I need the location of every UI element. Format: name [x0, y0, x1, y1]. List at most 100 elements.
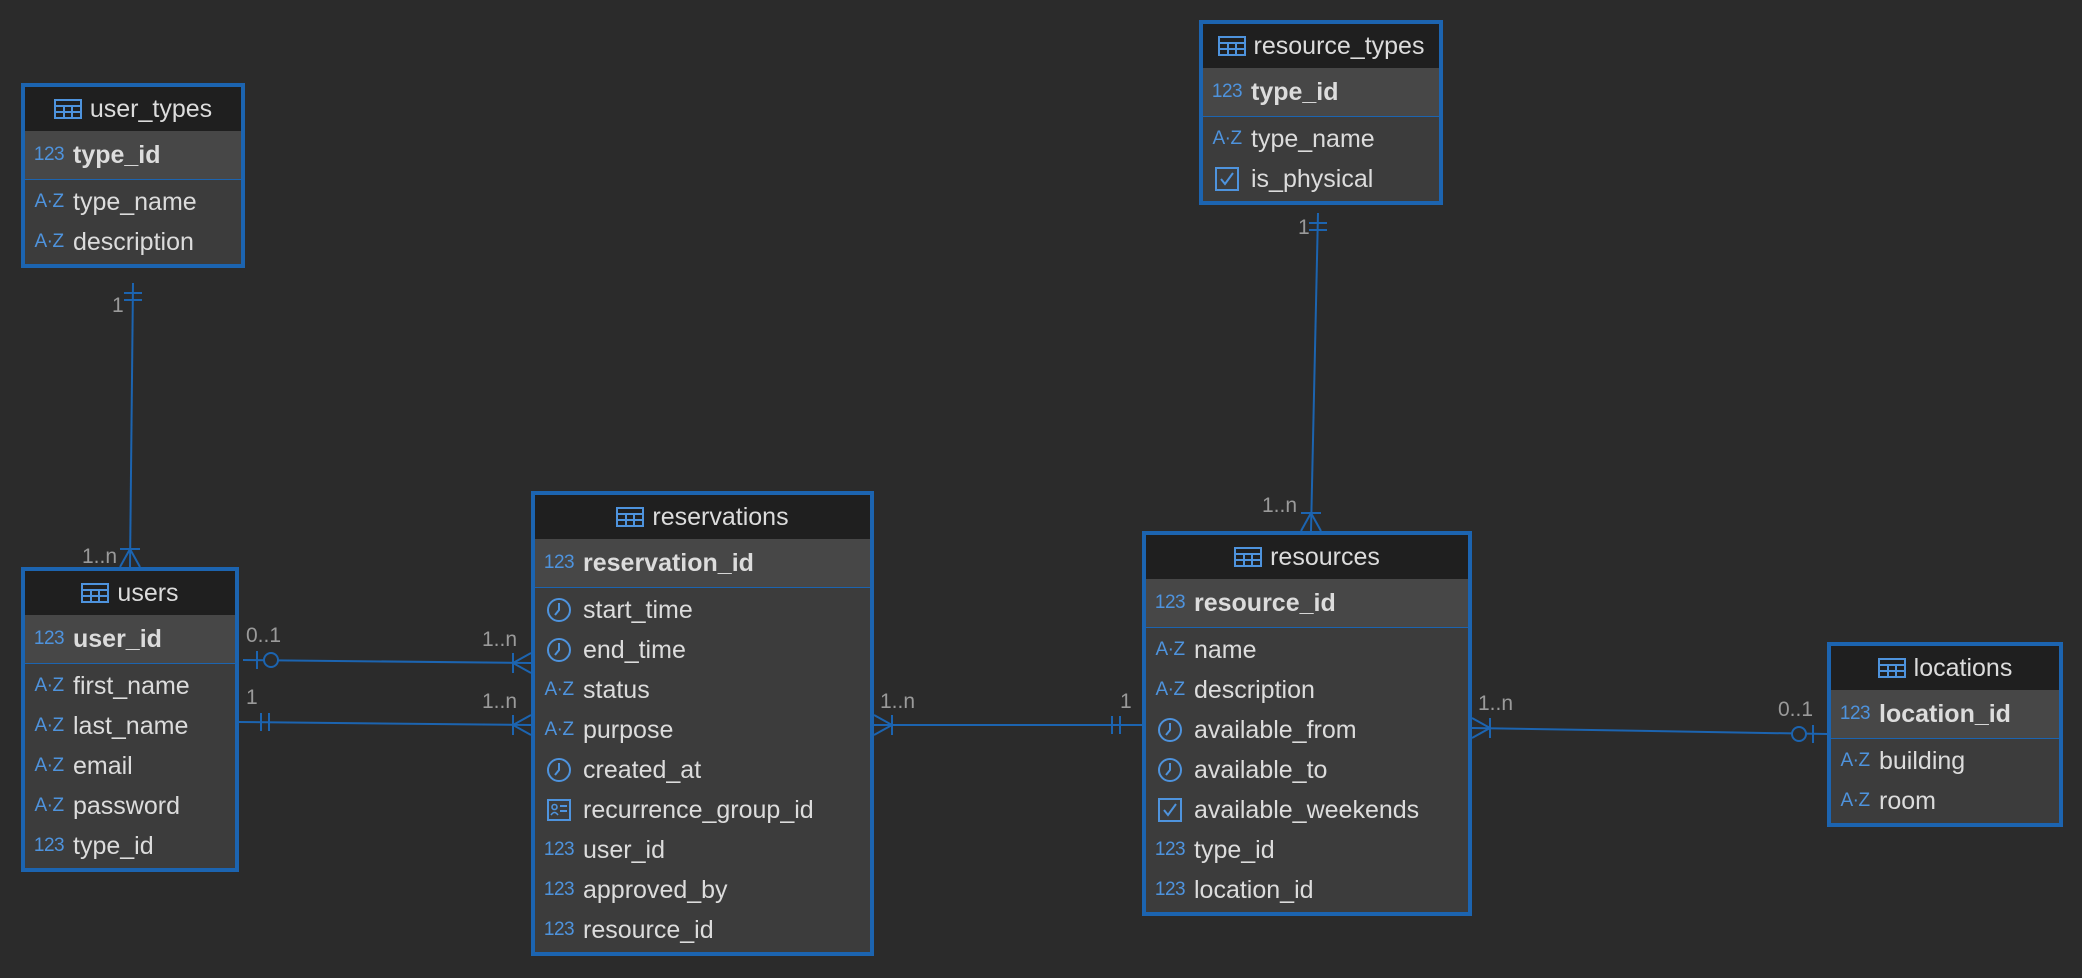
entity-header[interactable]: resources [1146, 535, 1468, 579]
clock-icon [541, 757, 577, 783]
crow-foot-marker [873, 714, 893, 726]
column-row[interactable]: A·Z description [1146, 670, 1468, 710]
crow-foot-marker [119, 548, 131, 568]
column-name: start_time [583, 595, 693, 624]
column-row[interactable]: start_time [535, 590, 870, 630]
cardinality-label: 1..n [82, 545, 118, 568]
text-icon: A·Z [1155, 679, 1185, 700]
cardinality-label: 1..n [1478, 692, 1514, 715]
column-row[interactable]: available_to [1146, 750, 1468, 790]
text-icon: A·Z [544, 679, 574, 700]
column-name: created_at [583, 755, 702, 784]
clock-icon [1152, 757, 1188, 783]
crow-foot-marker [512, 724, 532, 736]
number-icon: 123 [1154, 592, 1186, 613]
column-name: status [583, 675, 650, 704]
entity-title: resources [1270, 542, 1380, 571]
entity-header[interactable]: user_types [25, 87, 241, 131]
entity-header[interactable]: resource_types [1203, 24, 1439, 68]
column-name: name [1194, 635, 1257, 664]
column-name: is_physical [1251, 164, 1374, 193]
cardinality-label: 0..1 [246, 624, 282, 647]
relationship-line-resource_types-resources [1310, 212, 1319, 532]
column-name: purpose [583, 715, 674, 744]
column-name: user_id [583, 835, 665, 864]
column-row[interactable]: is_physical [1203, 159, 1439, 199]
column-name: first_name [73, 671, 190, 700]
column-name: type_id [1251, 77, 1339, 106]
column-row[interactable]: recurrence_group_id [535, 790, 870, 830]
column-name: type_id [73, 140, 161, 169]
column-name: building [1879, 746, 1966, 775]
crow-foot-marker [1300, 512, 1312, 532]
entity-title: resource_types [1253, 31, 1425, 60]
clock-icon [1152, 717, 1188, 743]
checkbox-icon [1209, 166, 1245, 192]
clock-icon [541, 637, 577, 663]
entity-title: user_types [89, 94, 213, 123]
column-name: type_id [1194, 835, 1275, 864]
entity-title: users [117, 578, 179, 607]
entity-title: locations [1913, 653, 2013, 682]
table-icon [81, 583, 117, 603]
text-icon: A·Z [34, 191, 64, 212]
number-icon: 123 [33, 628, 65, 649]
table-icon [1877, 658, 1914, 678]
column-row[interactable]: available_from [1146, 710, 1468, 750]
entity-header[interactable]: locations [1831, 646, 2059, 690]
crow-foot-marker [1471, 727, 1491, 739]
column-row[interactable]: end_time [535, 630, 870, 670]
entity-header[interactable]: users [25, 571, 235, 615]
cardinality-label: 1..n [880, 690, 916, 713]
crow-foot-marker [873, 724, 893, 736]
column-row[interactable]: A·Z status [535, 670, 870, 710]
primary-key-row[interactable]: 123 user_id [25, 615, 235, 664]
cardinality-label: 1..n [482, 690, 518, 713]
entity-title: reservations [652, 502, 789, 531]
column-name: description [1194, 675, 1315, 704]
column-name: description [73, 227, 194, 256]
cardinality-label: 1 [112, 294, 124, 317]
column-name: user_id [73, 624, 162, 653]
column-row[interactable]: created_at [535, 750, 870, 790]
column-name: reservation_id [583, 548, 754, 577]
column-row[interactable]: available_weekends [1146, 790, 1468, 830]
crow-foot-marker [129, 548, 141, 568]
entity-header[interactable]: reservations [535, 495, 870, 539]
number-icon: 123 [543, 919, 575, 940]
